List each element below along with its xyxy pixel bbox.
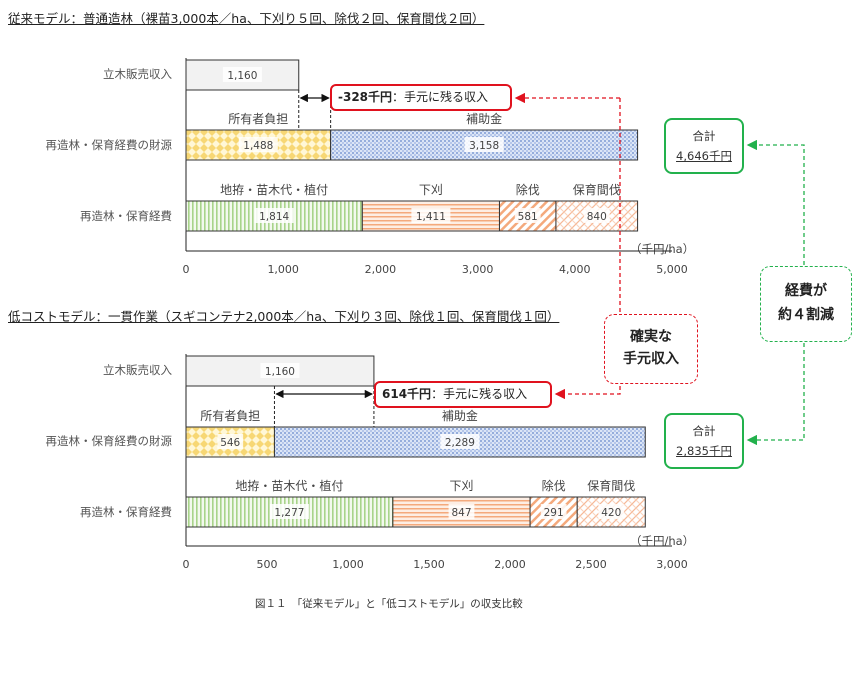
chart2-tick-label: 3,000 bbox=[656, 558, 688, 571]
chart2-tick-label: 2,000 bbox=[494, 558, 526, 571]
chart1-data-label-bg bbox=[254, 208, 294, 223]
chart2-tick-label: 1,000 bbox=[332, 558, 364, 571]
chart2-segment-name: 所有者負担 bbox=[200, 409, 260, 423]
cost-cut-callout: 経費が 約４割減 bbox=[760, 266, 852, 342]
chart1-row-funding-label: 再造林・保育経費の財源 bbox=[45, 138, 173, 152]
chart2-data-label: 546 bbox=[220, 437, 240, 449]
chart2-title: 低コストモデル：一貫作業（スギコンテナ2,000本／ha、下刈り３回、除伐１回、… bbox=[8, 309, 560, 324]
chart1-title: 従来モデル：普通造林（裸苗3,000本／ha、下刈り５回、除伐２回、保育間伐２回… bbox=[8, 11, 485, 26]
chart2-total-box: 合計 2,835千円 bbox=[664, 413, 744, 469]
chart2-data-label: 847 bbox=[451, 507, 471, 519]
chart1-tick-label: 3,000 bbox=[462, 263, 494, 276]
chart2-segment-name: 除伐 bbox=[542, 478, 566, 493]
chart2-segment-name: 下刈 bbox=[449, 479, 473, 493]
chart1-total-value: 4,646千円 bbox=[676, 149, 732, 163]
chart2-data-label-bg bbox=[448, 504, 475, 519]
chart1-tick-label: 5,000 bbox=[656, 263, 688, 276]
chart2-row-cost-label: 再造林・保育経費 bbox=[80, 505, 172, 519]
chart2-margin-box: 614千円：手元に残る収入 bbox=[374, 381, 552, 408]
chart2-bar-segment bbox=[392, 496, 531, 528]
chart1-segment-name: 保育間伐 bbox=[573, 182, 621, 197]
chart2-unit: （千円/ha） bbox=[630, 534, 695, 548]
chart2-data-label-bg bbox=[260, 363, 300, 378]
chart1-data-label-bg bbox=[222, 67, 262, 82]
chart2-margin-text: ：手元に残る収入 bbox=[431, 387, 528, 401]
chart2-data-label: 1,160 bbox=[265, 366, 295, 378]
chart1-data-label-bg bbox=[464, 137, 504, 152]
chart1-bar-segment bbox=[185, 200, 363, 232]
chart2-row-funding-label: 再造林・保育経費の財源 bbox=[45, 434, 173, 448]
chart1-data-label: 1,411 bbox=[416, 211, 446, 223]
chart1-row-cost-label: 再造林・保育経費 bbox=[80, 209, 172, 223]
chart1-data-label: 1,488 bbox=[243, 140, 273, 152]
chart2-data-label-bg bbox=[540, 504, 567, 519]
chart2-margin-value: 614千円 bbox=[382, 387, 432, 401]
connector-green-bottom bbox=[746, 343, 805, 446]
chart2-total-label: 合計 bbox=[692, 424, 716, 438]
chart2-data-label-bg bbox=[217, 434, 244, 449]
chart2-tick-label: 1,500 bbox=[413, 558, 445, 571]
chart2-tick-label: 500 bbox=[257, 558, 278, 571]
chart1-tick-label: 0 bbox=[183, 263, 190, 276]
chart1-data-label: 1,160 bbox=[227, 70, 257, 82]
chart1-unit: （千円/ha） bbox=[630, 242, 695, 256]
chart1-segment-name: 下刈 bbox=[419, 183, 443, 197]
cost-cut-line2: 約４割減 bbox=[778, 307, 834, 323]
chart1-tick-label: 4,000 bbox=[559, 263, 591, 276]
chart1-segment-name: 除伐 bbox=[516, 182, 540, 197]
chart2-data-label-bg bbox=[269, 504, 309, 519]
chart1-tick-label: 2,000 bbox=[365, 263, 397, 276]
chart1-data-label: 3,158 bbox=[469, 140, 499, 152]
chart1-data-label: 840 bbox=[587, 211, 607, 223]
chart2-data-label-bg bbox=[598, 504, 625, 519]
chart1-segment-name: 所有者負担 bbox=[228, 112, 288, 126]
chart2-tick-label: 0 bbox=[183, 558, 190, 571]
secure-income-line1: 確実な bbox=[630, 329, 672, 345]
chart1-margin-box: -328千円：手元に残る収入 bbox=[330, 84, 512, 111]
chart1-data-label: 1,814 bbox=[259, 211, 289, 223]
chart1-segment-name: 地拵・苗木代・植付 bbox=[220, 182, 328, 197]
chart1-data-label-bg bbox=[514, 208, 541, 223]
chart1-segment-name: 補助金 bbox=[466, 111, 502, 126]
chart1-data-label-bg bbox=[411, 208, 451, 223]
chart2-tick-label: 2,500 bbox=[575, 558, 607, 571]
chart2-data-label: 1,277 bbox=[274, 507, 304, 519]
secure-income-line2: 手元収入 bbox=[623, 351, 679, 367]
connector-red-bottom bbox=[554, 386, 621, 400]
secure-income-callout: 確実な 手元収入 bbox=[604, 314, 698, 384]
chart2-segment-name: 保育間伐 bbox=[587, 478, 635, 493]
chart1-row-timber-label: 立木販売収入 bbox=[103, 67, 172, 81]
chart2-total-value: 2,835千円 bbox=[676, 444, 732, 458]
chart1-margin-value: -328千円 bbox=[338, 90, 393, 104]
chart1-data-label-bg bbox=[583, 208, 610, 223]
chart2-row-timber-label: 立木販売収入 bbox=[103, 363, 172, 377]
chart1-data-label-bg bbox=[238, 137, 278, 152]
chart1-total-label: 合計 bbox=[692, 129, 716, 143]
chart1-margin-text: ：手元に残る収入 bbox=[392, 90, 489, 104]
chart2-data-label: 291 bbox=[544, 507, 564, 519]
chart2-data-label-bg bbox=[440, 434, 480, 449]
chart1-tick-label: 1,000 bbox=[267, 263, 299, 276]
figure-caption: 図１１ 「従来モデル」と「低コストモデル」の収支比較 bbox=[255, 598, 523, 610]
chart2-data-label: 420 bbox=[601, 507, 621, 519]
chart2-segment-name: 補助金 bbox=[442, 408, 478, 423]
connector-green-top bbox=[746, 139, 805, 265]
chart1-total-box: 合計 4,646千円 bbox=[664, 118, 744, 174]
cost-cut-line1: 経費が bbox=[785, 283, 827, 299]
chart2-segment-name: 地拵・苗木代・植付 bbox=[235, 478, 343, 493]
chart2-data-label: 2,289 bbox=[445, 437, 475, 449]
chart1-data-label: 581 bbox=[518, 211, 538, 223]
